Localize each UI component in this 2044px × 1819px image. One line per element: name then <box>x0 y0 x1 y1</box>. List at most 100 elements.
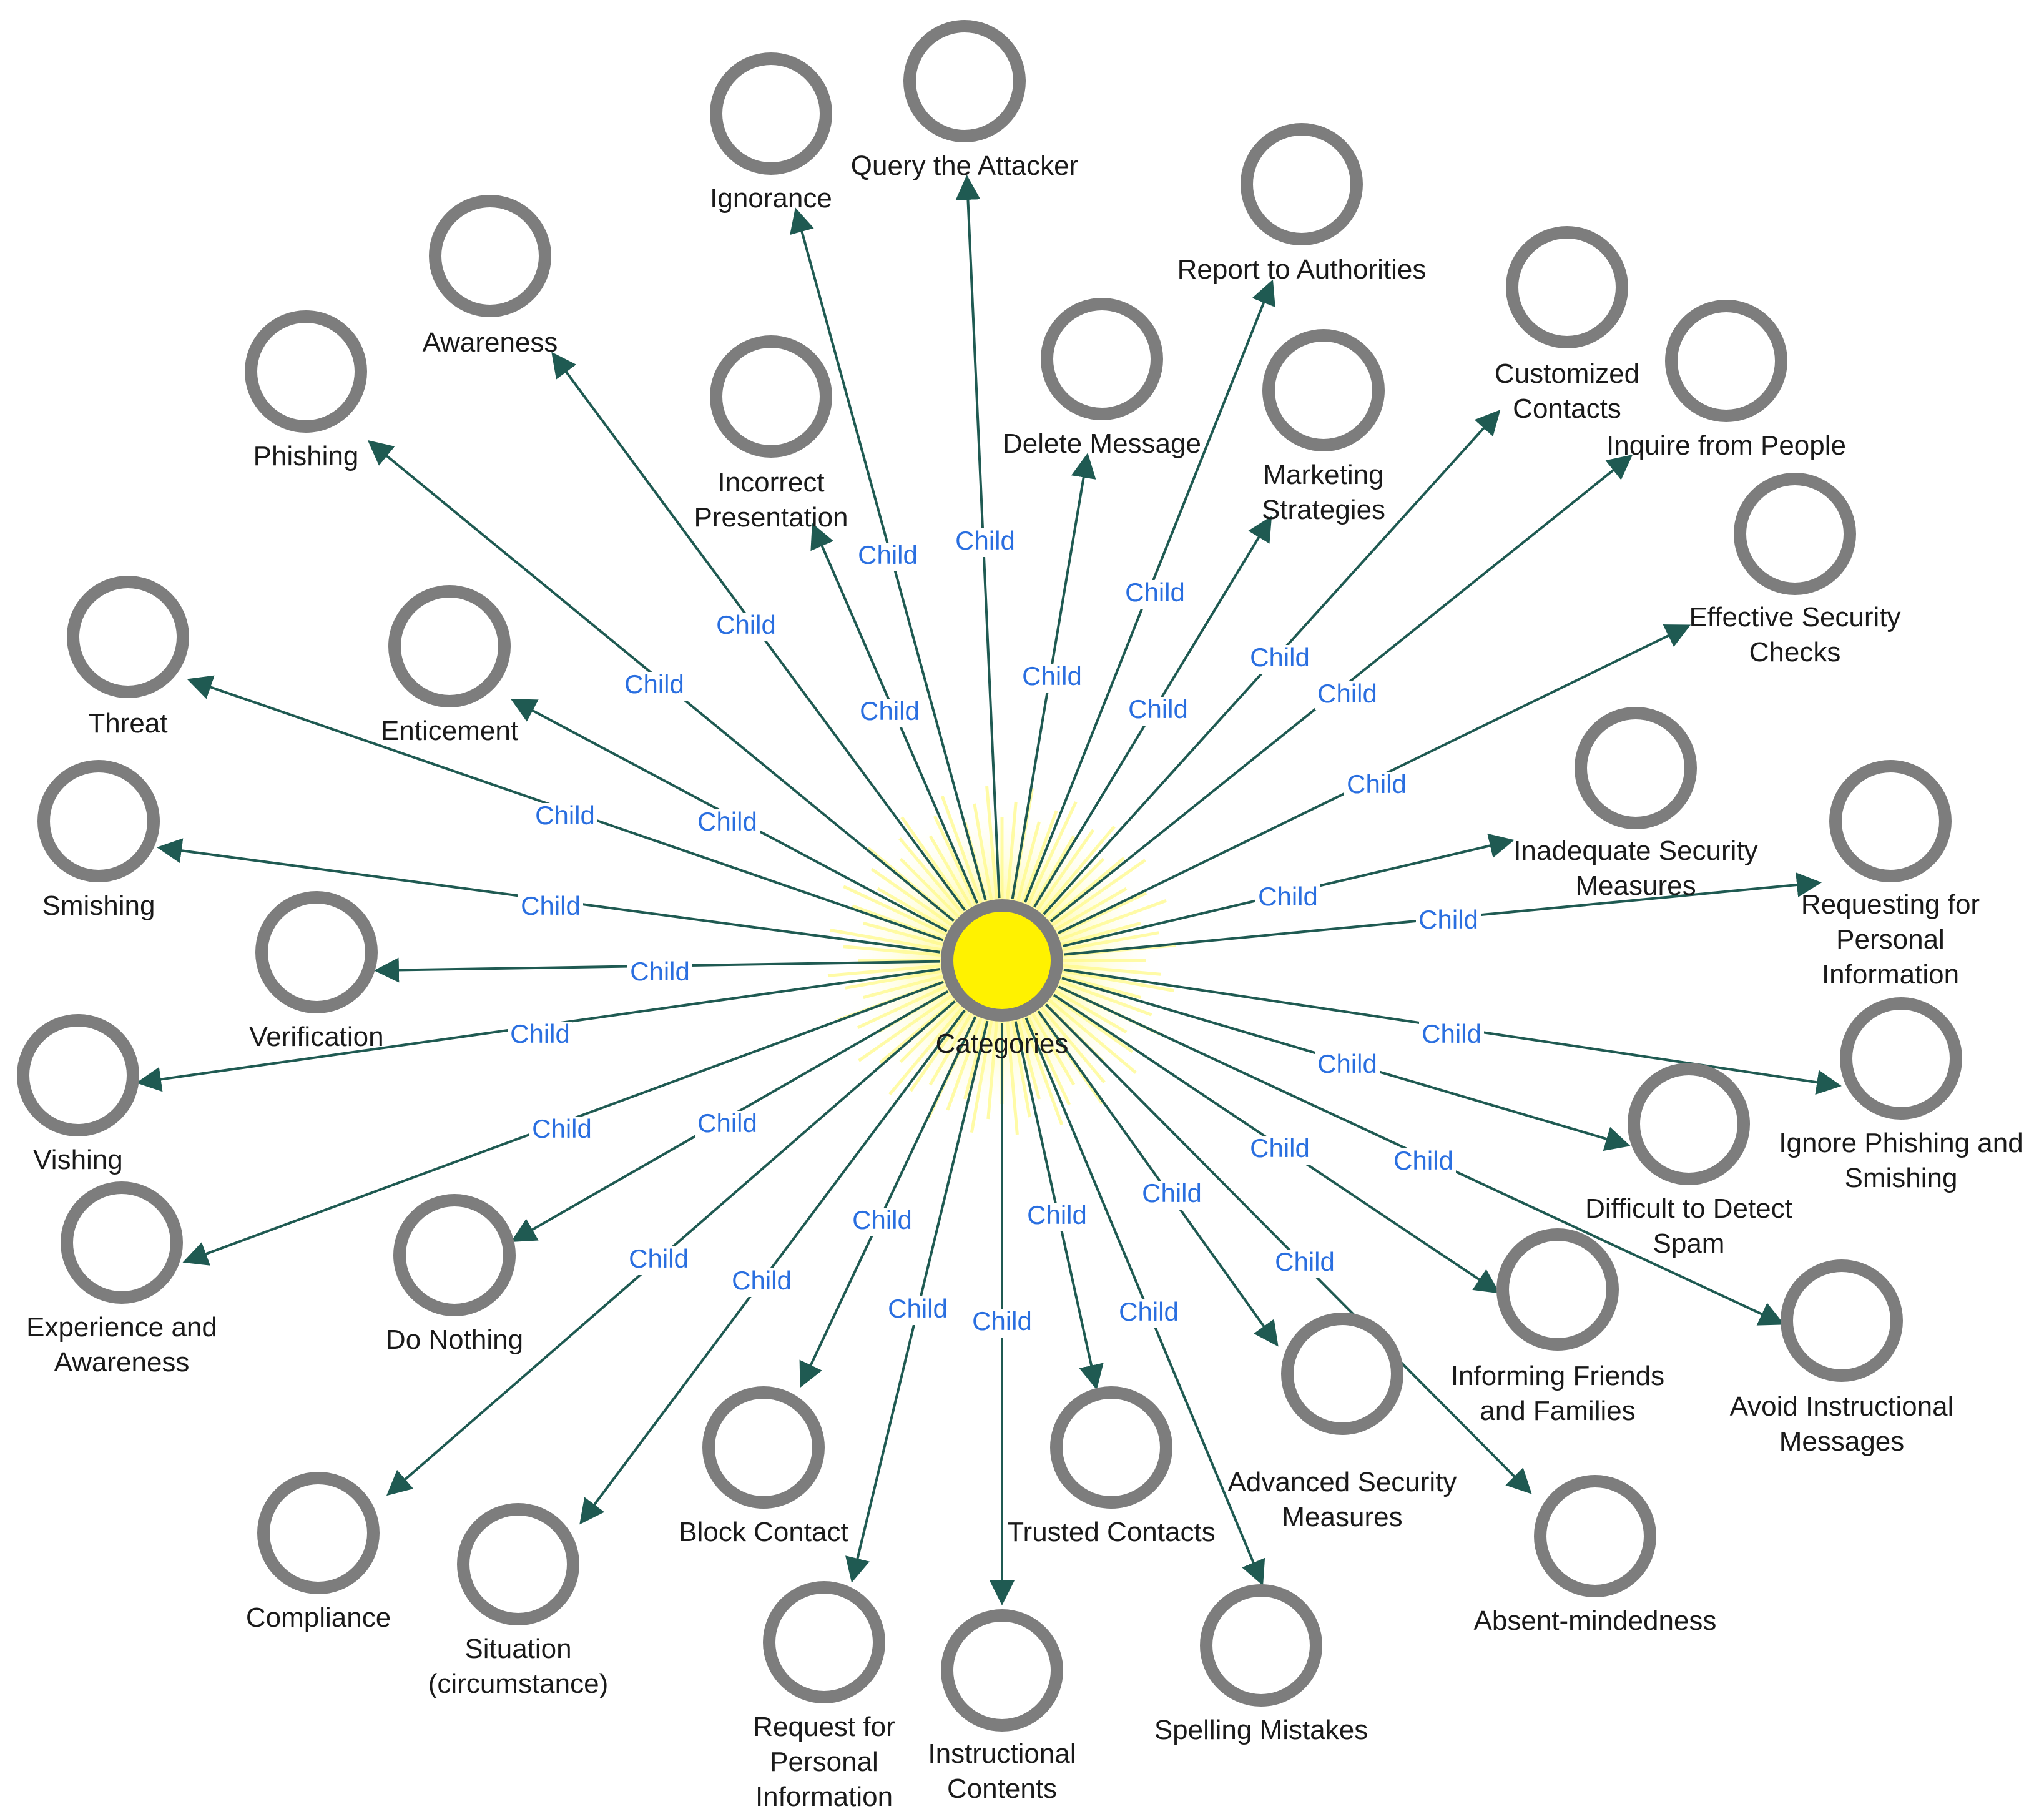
node-delete-message[interactable]: Delete Message <box>1003 298 1201 459</box>
node-spelling-mistakes[interactable]: Spelling Mistakes <box>1154 1584 1368 1745</box>
glow-ray <box>843 945 943 957</box>
node-label-line: Checks <box>1749 637 1841 668</box>
node-ignorance[interactable]: Ignorance <box>710 52 832 214</box>
root-label: Categories <box>936 1028 1069 1059</box>
node-vishing[interactable]: Vishing <box>17 1014 139 1175</box>
node-label-line: Measures <box>1282 1502 1402 1532</box>
node-label-line: Avoid Instructional <box>1730 1391 1954 1422</box>
edge-label-bg <box>1391 1148 1456 1177</box>
node-circle[interactable] <box>1241 123 1363 245</box>
node-situation-circumstance[interactable]: Situation(circumstance) <box>428 1503 609 1699</box>
node-enticement[interactable]: Enticement <box>381 585 518 746</box>
node-threat[interactable]: Threat <box>67 576 189 739</box>
node-label-line: Difficult to Detect <box>1585 1193 1792 1224</box>
node-circle[interactable] <box>1506 226 1628 348</box>
node-circle[interactable] <box>245 310 367 433</box>
edge-label-advanced-security-measures: Child <box>1142 1178 1202 1208</box>
node-absent-mindedness[interactable]: Absent-mindedness <box>1474 1475 1717 1636</box>
node-report-to-authorities[interactable]: Report to Authorities <box>1177 123 1427 285</box>
edge-label-inadequate-security-measures: Child <box>1258 882 1318 911</box>
node-do-nothing[interactable]: Do Nothing <box>386 1194 523 1355</box>
node-circle[interactable] <box>1041 298 1163 420</box>
node-label-line: Compliance <box>246 1602 391 1633</box>
edge-label-spelling-mistakes: Child <box>1119 1297 1179 1326</box>
node-circle[interactable] <box>1050 1386 1172 1509</box>
node-inquire-from-people[interactable]: Inquire from People <box>1606 300 1846 461</box>
edge-label-report-to-authorities: Child <box>1125 578 1185 607</box>
node-circle[interactable] <box>1781 1259 1903 1382</box>
edge-label-effective-security-checks: Child <box>1347 769 1407 799</box>
node-circle[interactable] <box>1200 1584 1322 1707</box>
edge-label-incorrect-presentation: Child <box>860 696 920 726</box>
node-label: Situation(circumstance) <box>428 1634 609 1699</box>
node-circle[interactable] <box>1734 473 1856 595</box>
node-circle[interactable] <box>67 576 189 698</box>
node-circle[interactable] <box>702 1386 825 1509</box>
node-circle[interactable] <box>17 1014 139 1136</box>
node-circle[interactable] <box>903 20 1026 142</box>
edge-label-compliance: Child <box>629 1244 689 1273</box>
node-trusted-contacts[interactable]: Trusted Contacts <box>1007 1386 1216 1547</box>
node-circle[interactable] <box>257 1472 380 1594</box>
node-circle[interactable] <box>941 1609 1063 1732</box>
node-smishing[interactable]: Smishing <box>37 760 160 921</box>
node-label: Do Nothing <box>386 1324 523 1355</box>
node-circle[interactable] <box>388 585 511 707</box>
node-circle[interactable] <box>37 760 160 882</box>
edge-label-bg <box>1116 1299 1181 1328</box>
node-circle[interactable] <box>763 1581 885 1703</box>
node-circle[interactable] <box>1262 329 1385 451</box>
node-circle[interactable] <box>457 1503 579 1625</box>
edge-label-bg <box>1139 1181 1204 1210</box>
glow-ray <box>1005 1019 1019 1135</box>
node-circle[interactable] <box>1575 707 1697 829</box>
node-label-line: Awareness <box>423 327 558 358</box>
node-circle[interactable] <box>255 891 378 1013</box>
edge-label-verification: Child <box>630 957 690 986</box>
root-node[interactable]: Categories <box>936 899 1069 1059</box>
node-query-the-attacker[interactable]: Query the Attacker <box>851 20 1078 181</box>
node-compliance[interactable]: Compliance <box>246 1472 391 1633</box>
node-circle[interactable] <box>1496 1228 1619 1351</box>
root-circle[interactable] <box>941 899 1063 1022</box>
node-awareness[interactable]: Awareness <box>423 195 558 358</box>
node-circle[interactable] <box>710 52 832 175</box>
node-circle[interactable] <box>710 335 832 458</box>
edge-label-threat: Child <box>535 801 595 830</box>
node-circle[interactable] <box>429 195 551 317</box>
node-circle[interactable] <box>61 1181 183 1304</box>
glow-ray <box>1046 857 1125 924</box>
node-circle[interactable] <box>1829 760 1952 882</box>
node-circle[interactable] <box>393 1194 516 1316</box>
node-circle[interactable] <box>1665 300 1787 422</box>
node-label-line: Verification <box>249 1022 383 1052</box>
node-block-contact[interactable]: Block Contact <box>679 1386 848 1547</box>
node-circle[interactable] <box>1534 1475 1656 1597</box>
node-label-line: Block Contact <box>679 1517 848 1547</box>
edge-label-phishing: Child <box>624 669 684 699</box>
node-verification[interactable]: Verification <box>249 891 384 1052</box>
node-circle[interactable] <box>1628 1063 1750 1185</box>
node-circle[interactable] <box>1281 1313 1403 1435</box>
glow-ray <box>852 904 947 942</box>
node-circle[interactable] <box>1840 997 1962 1120</box>
node-phishing[interactable]: Phishing <box>245 310 367 471</box>
glow-ray <box>1053 887 1128 932</box>
